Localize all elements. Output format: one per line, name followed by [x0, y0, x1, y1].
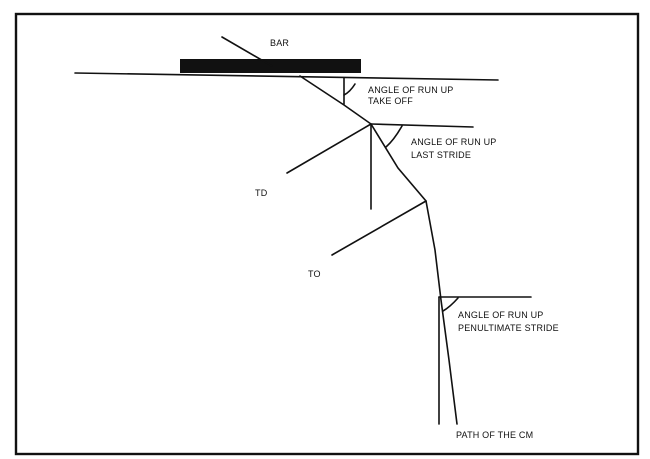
td-leg-line — [286, 123, 372, 174]
last-stride-reference-line — [370, 123, 474, 128]
penultimate-angle-arc — [442, 297, 459, 312]
to-leg-line — [331, 200, 427, 256]
last-stride-angle-arc — [385, 125, 403, 148]
last-stride-label-line1: ANGLE OF RUN UP — [411, 137, 497, 147]
takeoff-angle-label-line2: TAKE OFF — [368, 96, 413, 106]
penultimate-label-line1: ANGLE OF RUN UP — [458, 310, 544, 320]
cm-path-line — [299, 75, 458, 425]
to-label: TO — [308, 269, 321, 279]
cm-path-label: PATH OF THE CM — [456, 430, 533, 440]
bar-pointer-line — [221, 36, 273, 67]
diagram-frame — [14, 12, 640, 456]
last-stride-label-line2: LAST STRIDE — [411, 150, 471, 160]
penultimate-label-line2: PENULTIMATE STRIDE — [458, 323, 559, 333]
bar-label: BAR — [270, 38, 289, 48]
takeoff-angle-label-line1: ANGLE OF RUN UP — [368, 85, 454, 95]
takeoff-angle-arc — [343, 83, 356, 96]
ground-line — [74, 72, 499, 81]
td-label: TD — [255, 188, 268, 198]
